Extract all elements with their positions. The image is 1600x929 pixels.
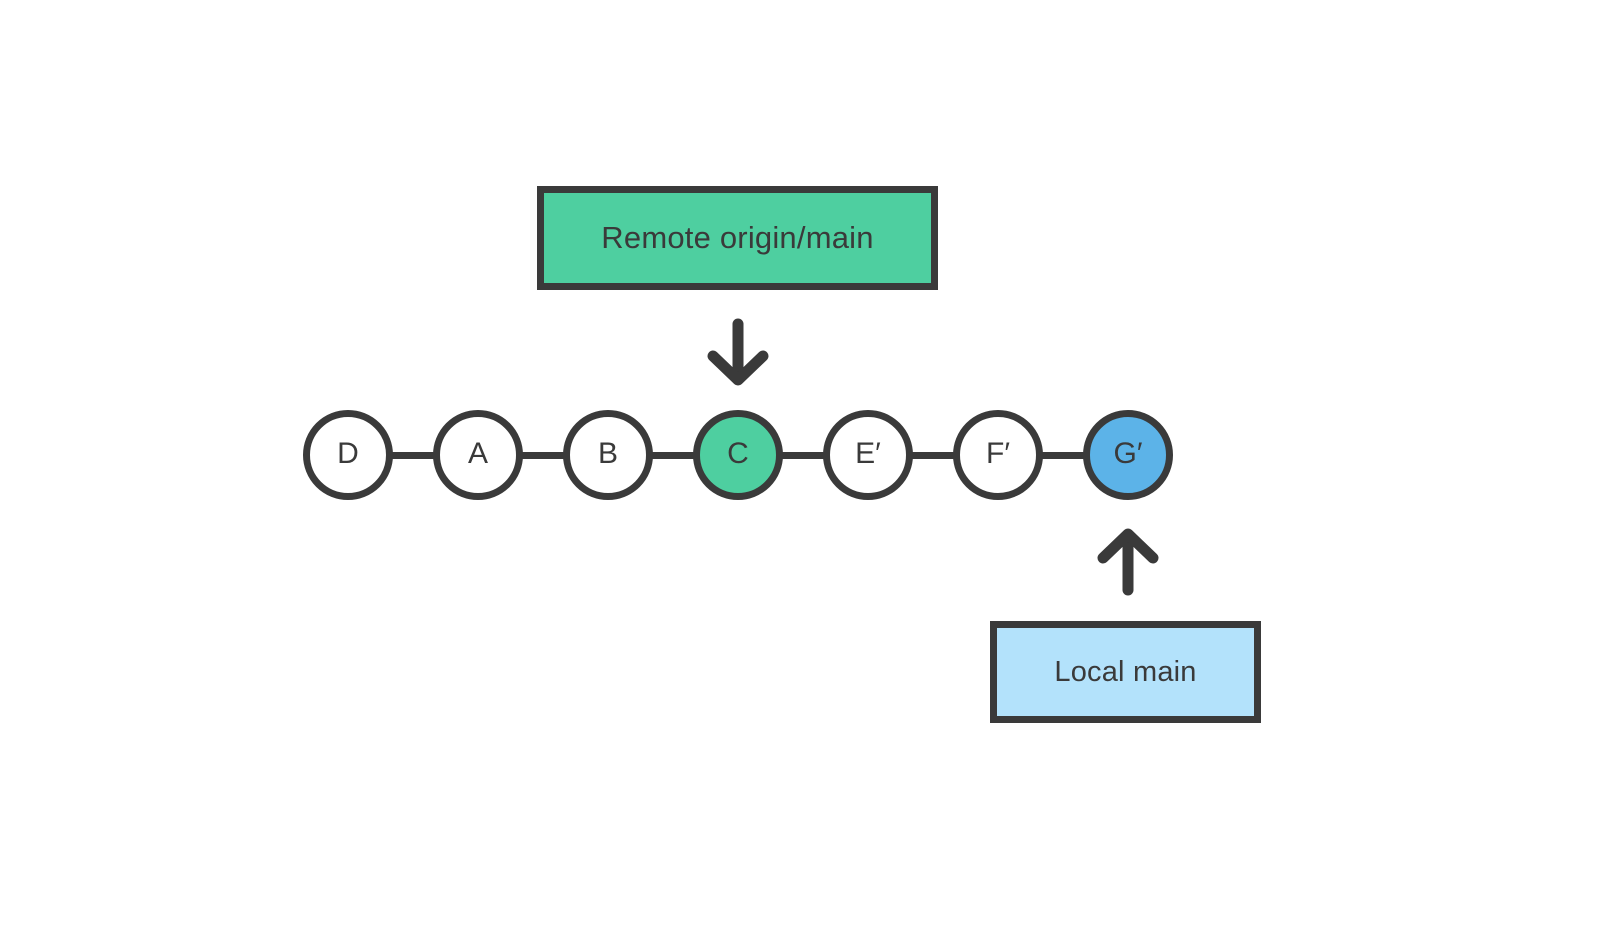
commit-connector [1036,452,1090,459]
commit-node-g-prime[interactable]: G′ [1083,410,1173,500]
commit-node-b[interactable]: B [563,410,653,500]
commit-node-e-prime[interactable]: E′ [823,410,913,500]
local-branch-label: Local main [1054,655,1197,688]
commit-node-d[interactable]: D [303,410,393,500]
remote-branch-label: Remote origin/main [601,220,874,255]
commit-node-a[interactable]: A [433,410,523,500]
commit-label: A [467,437,488,470]
commit-connector [646,452,700,459]
commit-label: B [597,437,618,470]
local-branch-box: Local main [990,621,1261,723]
commit-label: C [727,437,749,470]
arrow-remote-to-c-icon [707,318,769,386]
commit-label: D [337,437,359,470]
arrow-local-to-g-prime-icon [1097,528,1159,596]
commit-node-f-prime[interactable]: F′ [953,410,1043,500]
commit-connector [776,452,830,459]
commit-node-c[interactable]: C [693,410,783,500]
remote-branch-box: Remote origin/main [537,186,938,290]
commit-connector [906,452,960,459]
commit-connector [386,452,440,459]
commit-label: G′ [1113,437,1143,470]
commit-label: F′ [986,437,1010,470]
commit-connector [516,452,570,459]
commit-label: E′ [855,437,881,470]
